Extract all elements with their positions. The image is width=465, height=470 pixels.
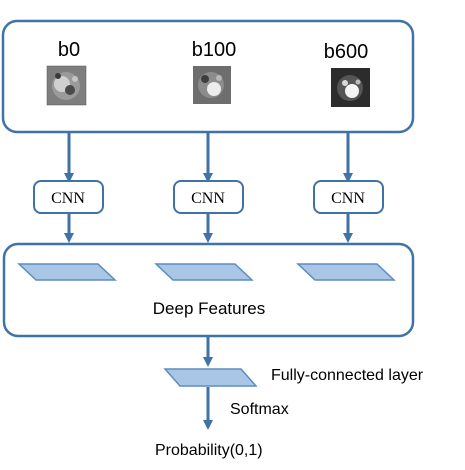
image-label-b0: b0 [58,39,80,61]
deep-features-panel [2,242,415,338]
cnn-block-1: CNN [33,180,104,214]
output-probability-label: Probability(0,1) [155,442,263,459]
deep-features-label: Deep Features [153,299,265,318]
softmax-label: Softmax [230,401,289,418]
cnn-block-3: CNN [313,180,384,214]
feature-vector-3 [296,263,396,281]
cnn-label-2: CNN [191,190,225,207]
feature-vector-2 [154,263,254,281]
cnn-label-1: CNN [51,190,85,207]
fully-connected-layer [163,368,258,387]
fully-connected-label: Fully-connected layer [271,367,424,384]
cnn-block-2: CNN [173,180,244,214]
feature-vector-1 [17,263,117,281]
cnn-label-3: CNN [331,190,365,207]
image-thumbnail-b600 [331,68,370,107]
image-label-b100: b100 [192,39,237,61]
image-thumbnail-b100 [193,66,231,104]
image-label-b600: b600 [324,41,369,63]
image-thumbnail-b0 [46,65,87,106]
